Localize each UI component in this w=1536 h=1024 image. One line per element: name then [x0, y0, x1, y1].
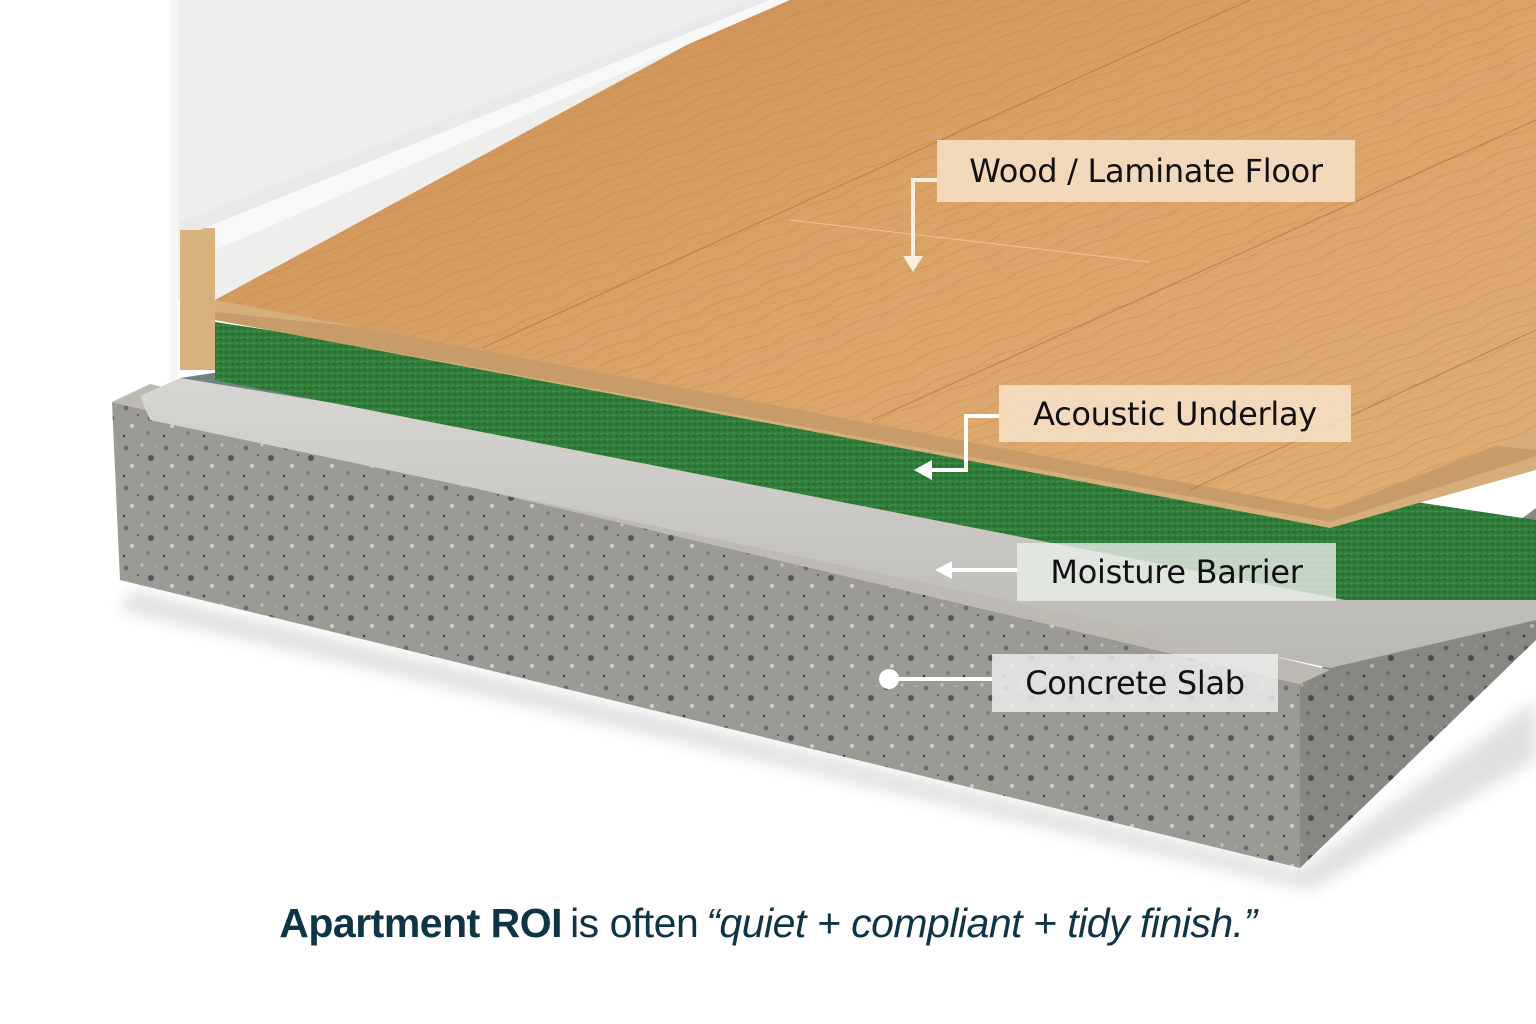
caption-quote: “quiet + compliant + tidy finish.”: [706, 900, 1257, 946]
skirting-board: [180, 0, 790, 370]
label-acoustic-underlay: Acoustic Underlay: [999, 385, 1351, 442]
leader-underlay: [930, 414, 999, 472]
label-moisture-barrier: Moisture Barrier: [1017, 543, 1336, 601]
label-text: Acoustic Underlay: [1033, 394, 1317, 433]
wood-floor-surface: [215, 0, 1536, 510]
concrete-slab-front: [112, 402, 1300, 868]
dot-marker-icon: [879, 669, 899, 689]
arrow-down-icon: [903, 256, 923, 272]
caption: Apartment ROI is often “quiet + complian…: [0, 900, 1536, 970]
acoustic-underlay-layer: [215, 322, 1536, 600]
arrow-left-icon: [914, 460, 932, 480]
label-text: Wood / Laminate Floor: [969, 152, 1323, 190]
caption-plain: is often: [570, 900, 699, 946]
wall: [170, 0, 770, 380]
label-wood-laminate-floor: Wood / Laminate Floor: [937, 140, 1355, 202]
label-concrete-slab: Concrete Slab: [992, 654, 1278, 712]
arrow-left-icon: [935, 561, 952, 579]
leader-wood: [911, 178, 937, 258]
label-text: Moisture Barrier: [1050, 553, 1303, 591]
label-text: Concrete Slab: [1025, 664, 1245, 702]
caption-bold: Apartment ROI: [279, 900, 563, 946]
